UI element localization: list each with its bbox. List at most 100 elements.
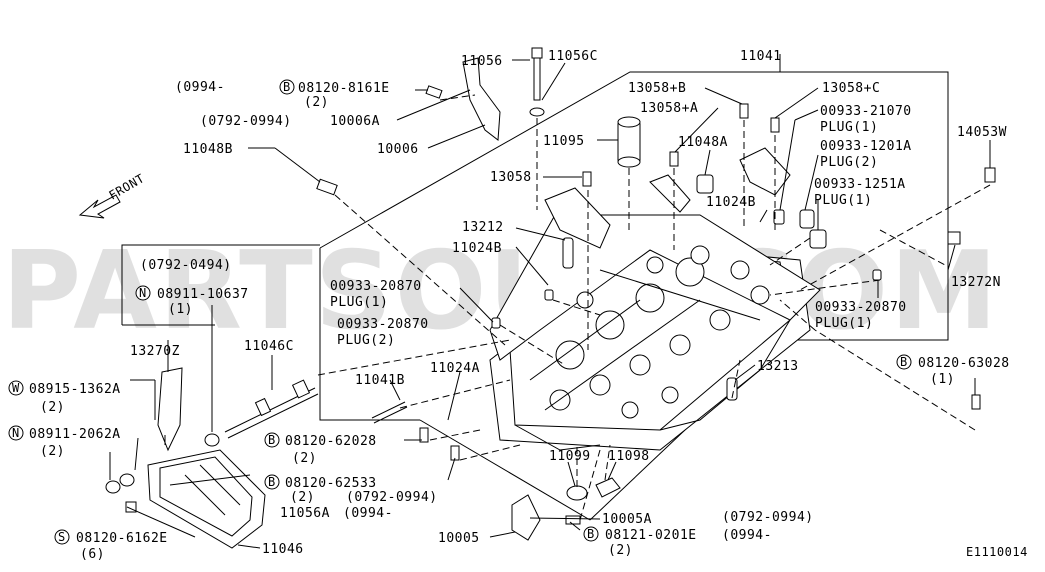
b-marker-text-4: B [268,475,276,489]
cam-bracket [544,147,791,249]
11098-part [595,477,621,498]
s-marker-text: S [58,530,66,544]
label-08120-8161e: 08120-8161E [298,81,390,96]
b-marker-text: B [283,80,291,94]
leader-lines [109,59,991,549]
label-qty2-f: (2) [608,543,633,558]
11095-part [617,116,641,168]
label-00933-1201a: 00933-1201A [820,139,912,154]
label-08120-62028: 08120-62028 [285,434,377,449]
label-11041b: 11041B [355,373,405,388]
b-marker-icon [279,79,295,95]
label-13058: 13058 [490,170,532,185]
label-date-0994-b: (0994- [343,506,393,521]
label-plug2-a: PLUG(2) [820,155,878,170]
label-10006: 10006 [377,142,419,157]
cover-11046 [105,367,266,549]
10005-bracket [511,494,541,541]
label-qty6: (6) [80,547,105,562]
label-11099: 11099 [549,449,591,464]
label-13058b: 13058+B [628,81,686,96]
label-date-0994-c: (0994- [722,528,772,543]
stud-11046c [204,379,408,447]
b-marker-icon-5 [583,526,599,542]
label-10005a: 10005A [602,512,652,527]
label-date-0994-top: (0994- [175,80,225,95]
label-11041: 11041 [740,49,782,64]
label-10006a: 10006A [330,114,380,129]
n-marker-text-2: N [12,426,20,440]
label-plug1-c: PLUG(1) [330,295,388,310]
label-11046c: 11046C [244,339,294,354]
label-08120-63028: 08120-63028 [918,356,1010,371]
figure-code: E1110014 [966,545,1028,559]
label-11056: 11056 [461,54,503,69]
b-marker-icon-2 [896,354,912,370]
11056-stud [529,47,545,117]
b-marker-text-3: B [268,433,276,447]
label-plug1-d: PLUG(1) [815,316,873,331]
b-marker-icon-3 [264,432,280,448]
w-marker-icon [8,380,24,396]
s-marker-icon [54,529,70,545]
label-11024a: 11024A [430,361,480,376]
assembly-lines [317,94,991,521]
label-11024b-r: 11024B [706,195,756,210]
main-frame-left [319,248,420,421]
n-marker-icon-2 [8,425,24,441]
label-11098: 11098 [608,449,650,464]
bolt-icon [125,85,996,525]
label-13058c: 13058+C [822,81,880,96]
label-date-0792-0994-b: (0792-0994) [346,490,438,505]
label-00933-1251a: 00933-1251A [814,177,906,192]
label-13212: 13212 [462,220,504,235]
label-11056a: 11056A [280,506,330,521]
main-frame-bottom [419,419,591,521]
label-date-0792-0994-c: (0792-0994) [722,510,814,525]
b-marker-text-5: B [587,527,595,541]
label-08911-2062a: 08911-2062A [29,427,121,442]
label-08911-10637: 08911-10637 [157,287,249,302]
label-11056c: 11056C [548,49,598,64]
label-08121-0201e: 08121-0201E [605,528,697,543]
label-14053w: 14053W [957,125,1007,140]
10006-bracket [462,57,501,141]
label-11046: 11046 [262,542,304,557]
front-arrow-icon [78,194,121,219]
label-11024b-l: 11024B [452,241,502,256]
label-11048a: 11048A [678,135,728,150]
label-13272n: 13272N [951,275,1001,290]
sub-frame [121,244,320,325]
n-marker-text: N [139,286,147,300]
label-qty2-d: (2) [292,451,317,466]
label-08120-6162e: 08120-6162E [76,531,168,546]
w-marker-text: W [12,381,20,395]
label-date-0792-0494: (0792-0494) [140,258,232,273]
label-11095: 11095 [543,134,585,149]
label-qty2-b: (2) [40,400,65,415]
label-qty1-b: (1) [930,372,955,387]
n-marker-icon [135,285,151,301]
labels: 11056 11056C 11041 (0994- 08120-8161E (2… [29,49,1028,562]
label-13213: 13213 [757,359,799,374]
label-qty2-e: (2) [290,490,315,505]
label-13058a: 13058+A [640,101,698,116]
label-plug2-b: PLUG(2) [337,333,395,348]
label-plug1-b: PLUG(1) [814,193,872,208]
label-qty1-a: (1) [168,302,193,317]
plug-icon [491,174,961,401]
label-plug1-a: PLUG(1) [820,120,878,135]
label-11048b: 11048B [183,142,233,157]
label-date-0792-0994-a: (0792-0994) [200,114,292,129]
front-label: FRONT [107,171,147,202]
label-00933-21070: 00933-21070 [820,104,912,119]
label-10005: 10005 [438,531,480,546]
label-08915-1362a: 08915-1362A [29,382,121,397]
b-marker-text-2: B [900,355,908,369]
marker-icons: B N W N B B B S B [8,79,912,545]
label-13270z: 13270Z [130,344,180,359]
label-08120-62533: 08120-62533 [285,476,377,491]
label-00933-20870-c: 00933-20870 [815,300,907,315]
